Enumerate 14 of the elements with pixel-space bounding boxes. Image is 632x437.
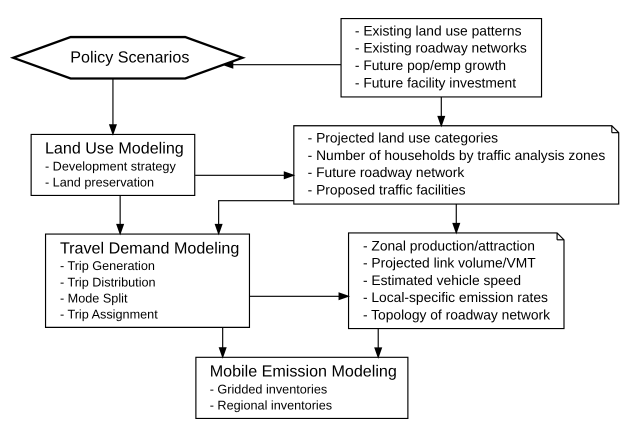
node-box: Travel Demand Modeling - Trip Generation - Trip Distribution - Mode Split - Trip Assignment [44, 233, 250, 328]
node-box: Land Use Modeling - Development strategy - Land preservation [30, 134, 196, 196]
arrow [214, 200, 294, 236]
arrow [195, 171, 296, 180]
arrow [108, 78, 117, 136]
arrow [116, 196, 124, 236]
arrow [222, 60, 341, 69]
arrow [250, 292, 350, 300]
arrow [374, 328, 382, 359]
arrow [437, 97, 446, 128]
arrow [452, 204, 460, 234]
node-box: Mobile Emission Modeling - Gridded inventories - Regional inventories [195, 356, 408, 419]
node-box: - Existing land use patterns - Existing roadway networks - Future pop/emp growth - Future facility investment [340, 18, 542, 98]
arrow [218, 327, 227, 359]
